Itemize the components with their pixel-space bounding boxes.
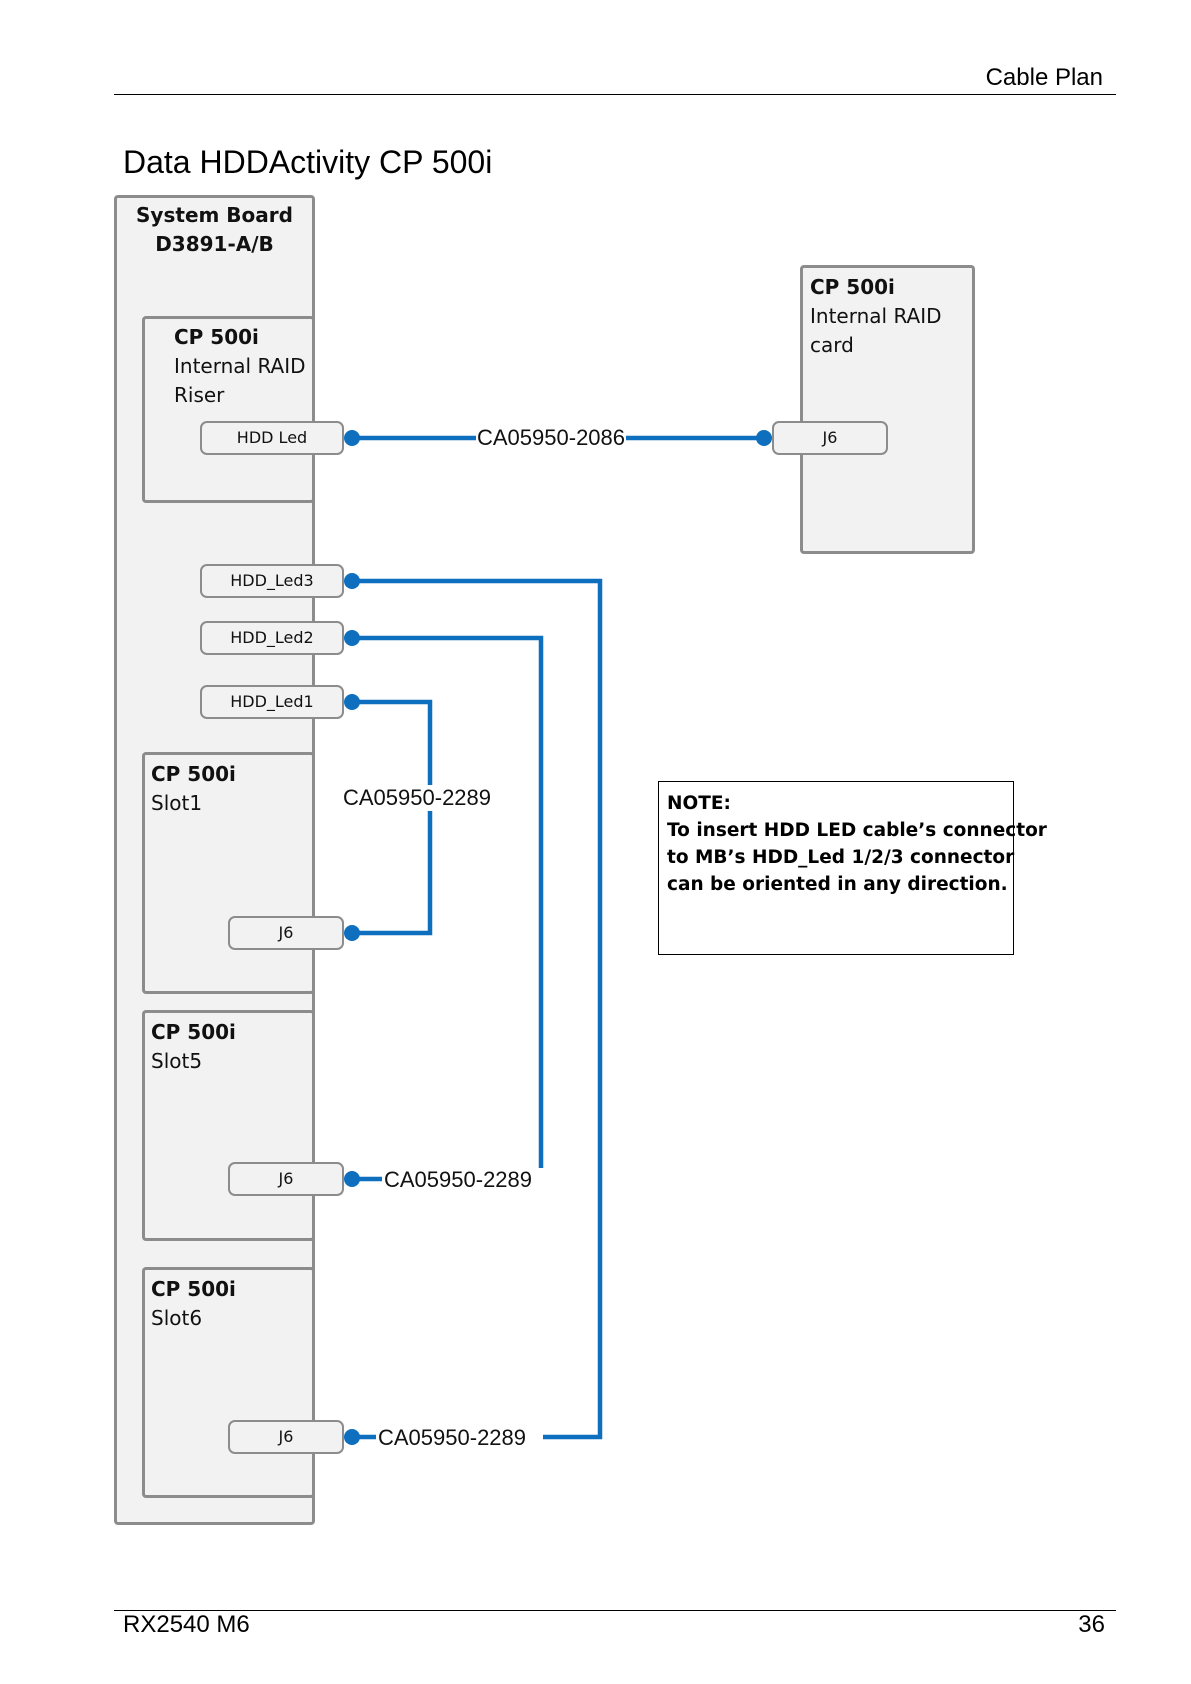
slot6-box <box>142 1267 315 1498</box>
raid-card-j6-connector: J6 <box>772 421 888 455</box>
slot1-box <box>142 752 315 994</box>
slot1-title: CP 500i <box>151 762 236 786</box>
slot6-title: CP 500i <box>151 1277 236 1301</box>
note-line3: can be oriented in any direction. <box>667 874 1008 895</box>
cable-label-led3-to-slot6: CA05950-2289 <box>378 1425 527 1450</box>
note-line1: To insert HDD LED cable’s connector <box>667 820 1047 841</box>
endpoint-dot <box>344 1171 360 1187</box>
raid-card-line3: card <box>810 333 854 357</box>
endpoint-dot <box>344 694 360 710</box>
system-board-name: System Board <box>136 203 293 227</box>
hdd-led2-connector: HDD_Led2 <box>200 621 344 655</box>
slot5-j6-connector: J6 <box>228 1162 344 1196</box>
footer-model: RX2540 M6 <box>123 1611 250 1638</box>
header-rule <box>114 94 1116 95</box>
raid-card-box <box>800 265 975 554</box>
raid-card-label: CP 500i Internal RAID card <box>810 273 942 360</box>
cable-led3-to-slot6 <box>352 578 603 1440</box>
footer-rule <box>114 1610 1116 1611</box>
slot6-j6-connector: J6 <box>228 1420 344 1454</box>
riser-box <box>142 316 315 503</box>
slot6-name: Slot6 <box>151 1306 203 1330</box>
cable-label-led2-to-slot5: CA05950-2289 <box>384 1167 533 1192</box>
slot5-box <box>142 1010 315 1241</box>
endpoint-dot <box>344 430 360 446</box>
endpoint-dot <box>756 430 772 446</box>
slot1-j6-connector: J6 <box>228 916 344 950</box>
slot1-label: CP 500i Slot1 <box>151 760 236 818</box>
page-title: Data HDDActivity CP 500i <box>123 144 493 180</box>
hdd-led1-connector: HDD_Led1 <box>200 685 344 719</box>
slot6-label: CP 500i Slot6 <box>151 1275 236 1333</box>
slot5-label: CP 500i Slot5 <box>151 1018 236 1076</box>
hdd-led3-connector: HDD_Led3 <box>200 564 344 598</box>
riser-line2: Internal RAID <box>174 354 306 378</box>
endpoint-dot <box>344 925 360 941</box>
endpoint-dot <box>344 573 360 589</box>
riser-title: CP 500i <box>174 325 259 349</box>
endpoint-dot <box>344 1429 360 1445</box>
note-heading: NOTE: <box>667 793 731 814</box>
system-board-label: System Board D3891-A/B <box>114 201 315 259</box>
note-box: NOTE: To insert HDD LED cable’s connecto… <box>658 781 1047 955</box>
section-title: Cable Plan <box>985 64 1103 91</box>
system-board-model: D3891-A/B <box>155 232 274 256</box>
raid-card-title: CP 500i <box>810 275 895 299</box>
riser-hdd-led-connector: HDD Led <box>200 421 344 455</box>
cable-label-riser-to-card: CA05950-2086 <box>476 425 627 451</box>
cable-led1-to-slot1 <box>352 699 433 936</box>
page-number: 36 <box>1078 1611 1105 1638</box>
raid-card-line2: Internal RAID <box>810 304 942 328</box>
note-line2: to MB’s HDD_Led 1/2/3 connector <box>667 847 1015 868</box>
slot5-name: Slot5 <box>151 1049 203 1073</box>
riser-label: CP 500i Internal RAID Riser <box>174 323 306 410</box>
endpoint-dot <box>344 630 360 646</box>
slot5-title: CP 500i <box>151 1020 236 1044</box>
cable-led2-to-slot5 <box>352 635 544 1168</box>
slot1-name: Slot1 <box>151 791 203 815</box>
cable-label-led1-to-slot1: CA05950-2289 <box>342 785 493 811</box>
riser-line3: Riser <box>174 383 225 407</box>
